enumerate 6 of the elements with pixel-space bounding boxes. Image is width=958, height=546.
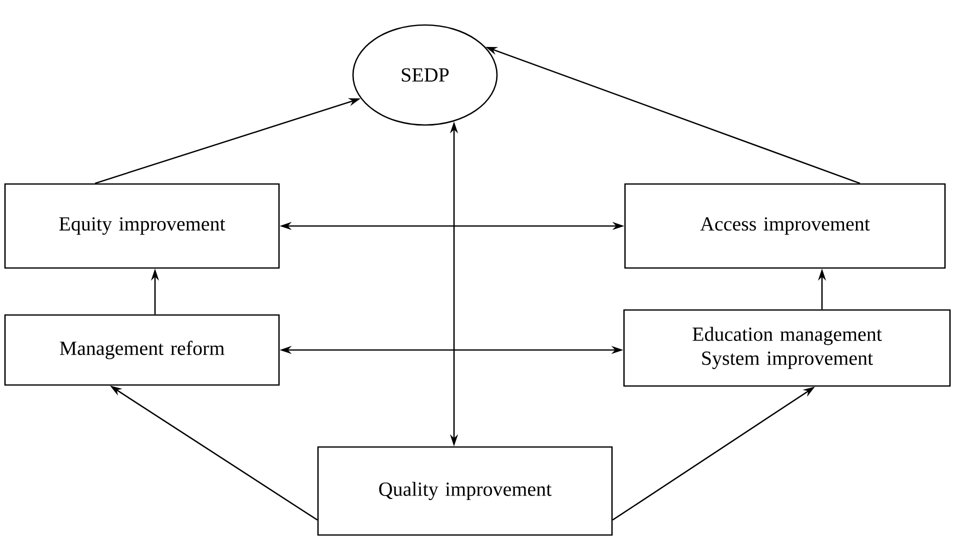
- process-box: Quality improvement: [317, 446, 613, 536]
- ellipse-node: SEDP: [352, 24, 498, 126]
- process-box: Education management System improvement: [623, 309, 951, 387]
- process-box: Management reform: [4, 314, 280, 386]
- process-box: Access improvement: [624, 183, 946, 269]
- process-box: Equity improvement: [4, 183, 280, 269]
